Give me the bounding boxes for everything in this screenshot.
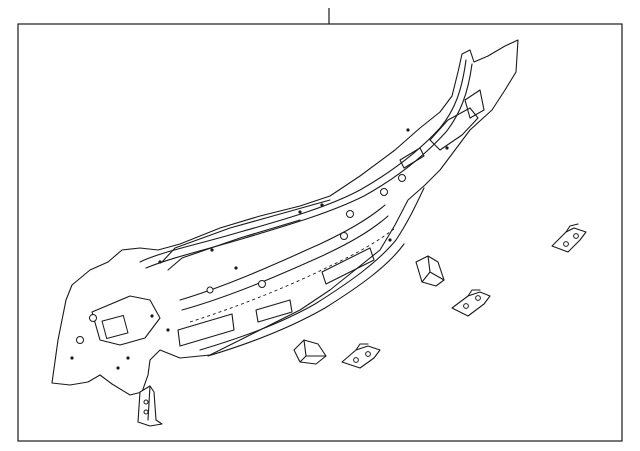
center-bracket[interactable] [415, 255, 445, 287]
lower-center-bracket[interactable] [293, 339, 327, 365]
lower-right-bracket[interactable] [451, 289, 491, 317]
panel-holes [70, 128, 449, 370]
stud-fasteners [76, 174, 406, 344]
rear-body-panel[interactable] [51, 39, 519, 396]
lower-left-vertical-bracket[interactable] [137, 385, 163, 427]
small-clip-bracket[interactable] [341, 343, 381, 369]
upper-mounting-bracket[interactable] [551, 223, 587, 253]
